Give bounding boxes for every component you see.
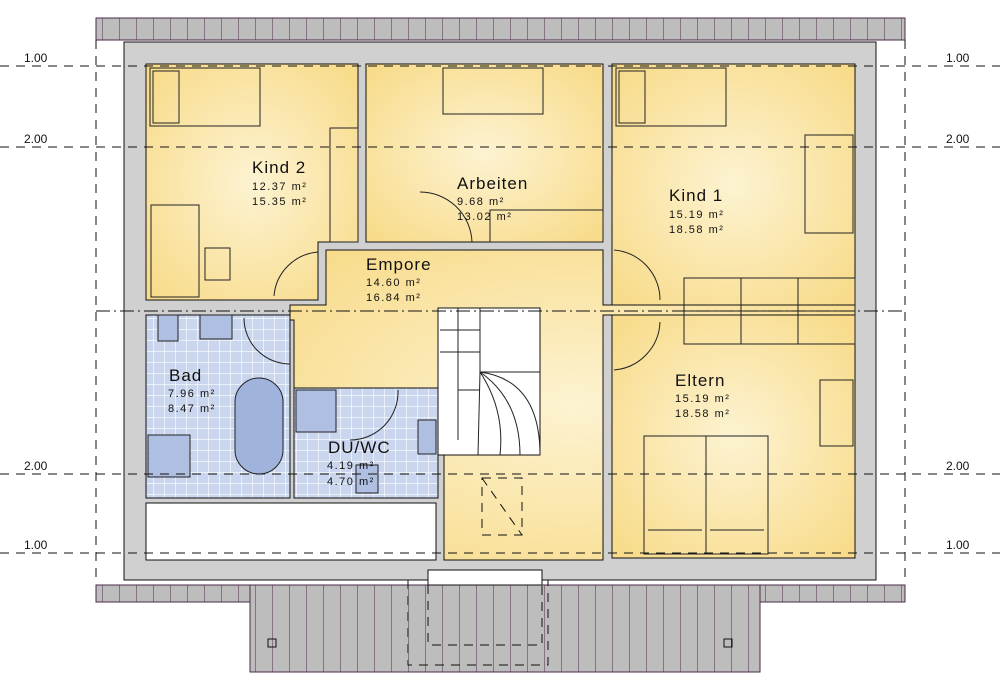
svg-text:7.96 m²: 7.96 m²: [168, 388, 216, 400]
svg-text:18.58 m²: 18.58 m²: [675, 408, 730, 420]
staircase: [437, 307, 541, 536]
level-label: 2.00: [24, 459, 48, 473]
svg-text:8.47 m²: 8.47 m²: [168, 403, 216, 415]
svg-text:Arbeiten: Arbeiten: [457, 174, 528, 193]
svg-text:4.70 m²: 4.70 m²: [327, 476, 375, 488]
desk-icon: [442, 67, 544, 115]
svg-text:Bad: Bad: [169, 366, 202, 385]
door-kind2: [273, 251, 319, 297]
svg-text:9.68 m²: 9.68 m²: [457, 196, 505, 208]
wardrobe-icon: [329, 127, 359, 243]
door-kind1: [613, 249, 661, 301]
toilet-icon: [355, 464, 379, 494]
roof-window-icon: [267, 638, 277, 648]
room-label-arbeiten: Arbeiten 9.68 m² 13.02 m²: [457, 174, 528, 223]
bed-icon: [615, 67, 727, 127]
doors: [243, 191, 661, 441]
sink-icon: [199, 314, 233, 340]
svg-text:12.37 m²: 12.37 m²: [252, 181, 307, 193]
svg-text:15.19 m²: 15.19 m²: [675, 393, 730, 405]
svg-text:Kind 2: Kind 2: [252, 158, 306, 177]
svg-text:4.19 m²: 4.19 m²: [327, 460, 375, 472]
svg-text:15.19 m²: 15.19 m²: [669, 209, 724, 221]
level-label: 2.00: [24, 132, 48, 146]
roof-bottom: [95, 580, 906, 673]
toilet-icon: [157, 314, 179, 342]
desk-icon: [804, 134, 854, 234]
storage: [145, 502, 437, 561]
furniture: [147, 67, 856, 555]
sink-icon: [417, 419, 437, 455]
room-label-bad: Bad 7.96 m² 8.47 m²: [168, 366, 216, 415]
bathtub-icon: [234, 377, 284, 475]
room-label-kind1: Kind 1 15.19 m² 18.58 m²: [669, 186, 724, 236]
level-label: 1.00: [24, 538, 48, 552]
door-duwc: [349, 389, 399, 441]
room-kind1: [611, 63, 856, 306]
room-label-duwc: DU/WC 4.19 m² 4.70 m²: [327, 438, 391, 488]
level-labels-right: 1.00 2.00 2.00 1.00: [946, 51, 970, 552]
roof-top: [95, 17, 906, 41]
level-lines: [0, 40, 1000, 580]
svg-text:Kind 1: Kind 1: [669, 186, 723, 205]
level-label: 1.00: [946, 538, 970, 552]
balcony-door: [427, 569, 543, 586]
svg-text:16.84 m²: 16.84 m²: [366, 292, 421, 304]
svg-text:15.35 m²: 15.35 m²: [252, 196, 307, 208]
door-eltern: [613, 321, 661, 371]
cabinet-icon: [489, 209, 604, 243]
svg-text:18.58 m²: 18.58 m²: [669, 224, 724, 236]
level-label: 2.00: [946, 459, 970, 473]
level-label: 1.00: [946, 51, 970, 65]
level-labels-left: 1.00 2.00 2.00 1.00: [24, 51, 48, 552]
room-arbeiten: [365, 63, 604, 243]
svg-text:Empore: Empore: [366, 255, 432, 274]
shower-icon: [147, 434, 191, 478]
svg-text:DU/WC: DU/WC: [328, 438, 391, 457]
svg-text:13.02 m²: 13.02 m²: [457, 211, 512, 223]
room-label-kind2: Kind 2 12.37 m² 15.35 m²: [252, 158, 307, 208]
desk-icon: [819, 379, 854, 447]
roof-window-icon: [723, 638, 733, 648]
bed-icon: [149, 67, 261, 127]
door-arbeiten: [419, 191, 473, 243]
desk-icon: [150, 204, 200, 298]
level-label: 2.00: [946, 132, 970, 146]
svg-text:Eltern: Eltern: [675, 371, 725, 390]
svg-text:14.60 m²: 14.60 m²: [366, 277, 421, 289]
door-bad: [243, 317, 291, 365]
shower-icon: [295, 389, 337, 433]
level-label: 1.00: [24, 51, 48, 65]
room-label-empore: Empore 14.60 m² 16.84 m²: [366, 255, 432, 304]
room-label-eltern: Eltern 15.19 m² 18.58 m²: [675, 371, 730, 420]
